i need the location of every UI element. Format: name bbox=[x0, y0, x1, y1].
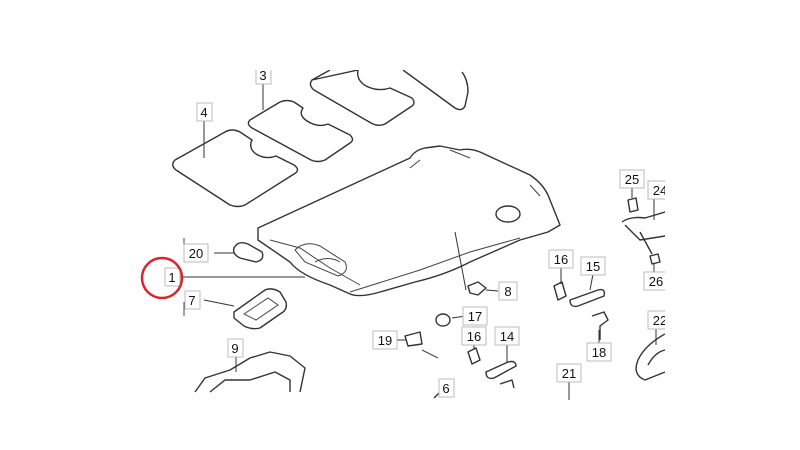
svg-text:3: 3 bbox=[259, 68, 266, 83]
part-26 bbox=[649, 253, 661, 265]
svg-text:20: 20 bbox=[189, 246, 203, 261]
svg-text:26: 26 bbox=[649, 274, 663, 289]
callout-20: 20 bbox=[183, 243, 209, 263]
part-15 bbox=[569, 288, 606, 308]
svg-text:25: 25 bbox=[625, 172, 639, 187]
svg-text:7: 7 bbox=[188, 293, 195, 308]
callout-6: 6 bbox=[438, 378, 455, 398]
insulation-pad-3 bbox=[247, 99, 354, 163]
callout-25: 25 bbox=[619, 169, 645, 189]
callout-7: 7 bbox=[184, 290, 201, 310]
svg-text:14: 14 bbox=[500, 329, 514, 344]
svg-text:16: 16 bbox=[554, 252, 568, 267]
callout-22: 22 bbox=[647, 310, 667, 330]
headliner-1 bbox=[257, 145, 561, 297]
part-8 bbox=[467, 281, 487, 296]
svg-text:1: 1 bbox=[168, 270, 175, 285]
part-16b bbox=[553, 281, 567, 301]
callout-16a: 16 bbox=[461, 326, 487, 346]
svg-text:22: 22 bbox=[653, 313, 667, 328]
callout-9: 9 bbox=[227, 338, 244, 358]
part-14 bbox=[485, 360, 517, 380]
part-24 bbox=[621, 211, 665, 255]
part-19 bbox=[404, 331, 423, 347]
callout-18: 18 bbox=[586, 342, 612, 362]
svg-text:15: 15 bbox=[586, 259, 600, 274]
callout-14: 14 bbox=[494, 326, 520, 346]
part-20 bbox=[232, 241, 264, 263]
part-18 bbox=[591, 311, 609, 340]
callout-3: 3 bbox=[255, 68, 272, 85]
insulation-pad-4 bbox=[172, 129, 299, 208]
part-9 bbox=[194, 351, 306, 393]
svg-text:24: 24 bbox=[653, 183, 667, 198]
callout-16b: 16 bbox=[548, 249, 574, 269]
part-16a bbox=[467, 347, 481, 365]
svg-text:18: 18 bbox=[592, 345, 606, 360]
svg-text:9: 9 bbox=[231, 341, 238, 356]
callout-1: 1 bbox=[164, 267, 181, 287]
svg-text:8: 8 bbox=[504, 284, 511, 299]
part-7 bbox=[233, 288, 288, 330]
svg-text:21: 21 bbox=[562, 366, 576, 381]
callout-17: 17 bbox=[462, 306, 488, 326]
callout-19: 19 bbox=[372, 330, 398, 350]
svg-text:6: 6 bbox=[442, 381, 449, 396]
svg-text:17: 17 bbox=[468, 309, 482, 324]
callout-8: 8 bbox=[498, 281, 518, 301]
callout-26: 26 bbox=[643, 271, 665, 291]
callout-4: 4 bbox=[196, 102, 213, 122]
callout-21: 21 bbox=[556, 363, 582, 383]
callout-24: 24 bbox=[647, 180, 667, 200]
svg-text:4: 4 bbox=[200, 105, 207, 120]
part-17 bbox=[435, 313, 451, 327]
insulation-pad bbox=[309, 70, 415, 126]
callout-15: 15 bbox=[580, 256, 606, 276]
part-22 bbox=[635, 333, 665, 381]
part-25 bbox=[627, 197, 639, 213]
svg-text:19: 19 bbox=[378, 333, 392, 348]
highlight-circle bbox=[140, 256, 184, 300]
svg-text:16: 16 bbox=[467, 329, 481, 344]
